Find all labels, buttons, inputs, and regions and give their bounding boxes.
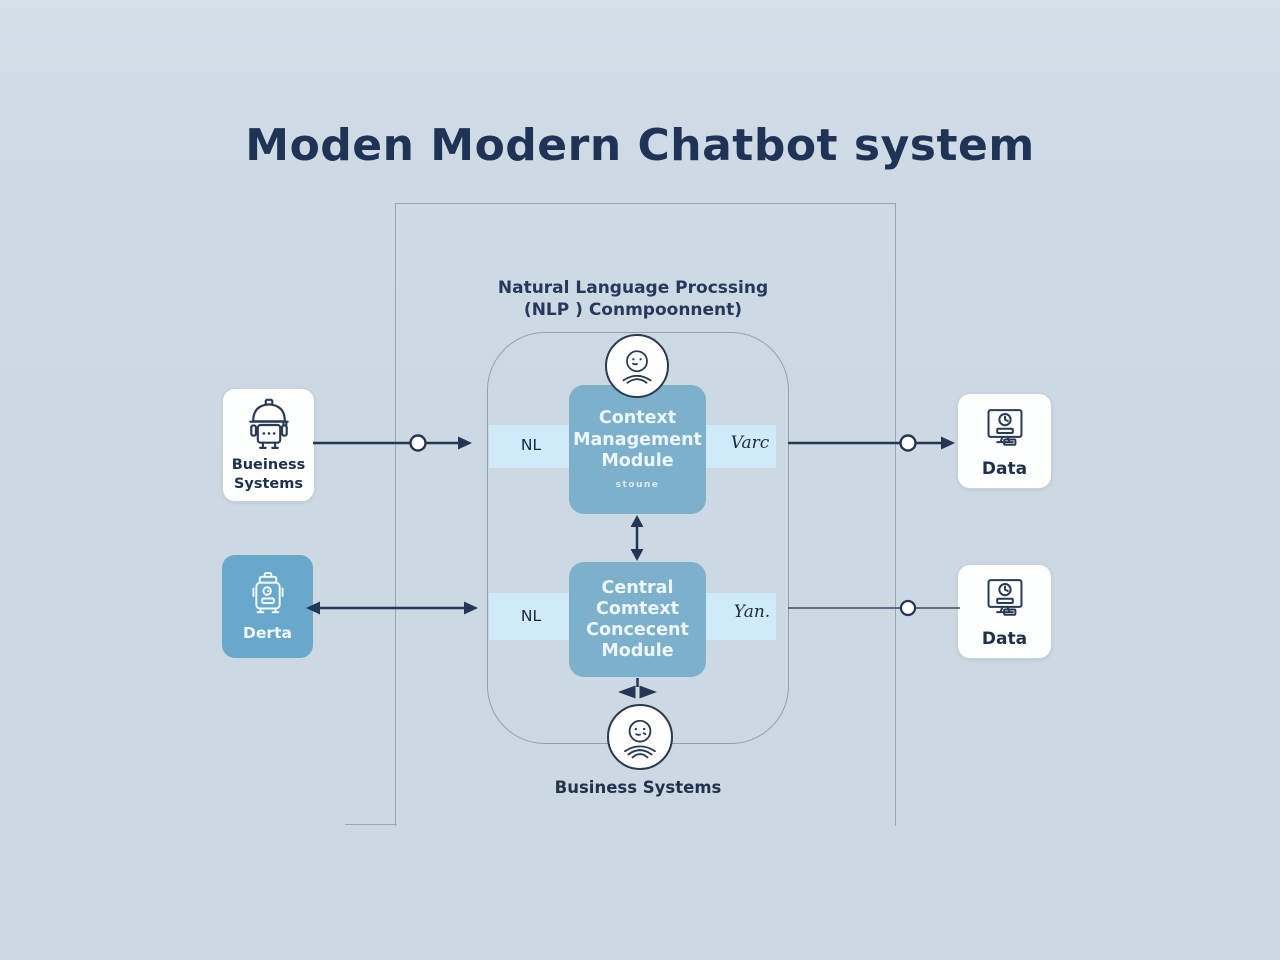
context-management-module-subtext: stoune xyxy=(615,479,660,490)
robot-head-icon xyxy=(624,719,656,759)
robot-icon xyxy=(248,399,289,450)
central-context-module-label: Central Comtext Concecent Module xyxy=(586,577,689,661)
central-context-module: Central Comtext Concecent Module xyxy=(569,562,706,677)
data-box-left-label: Derta xyxy=(243,624,292,642)
nl-input-label-row1: NL xyxy=(520,436,542,454)
outer-boundary-tail-line xyxy=(345,823,397,826)
data-box-right-bottom: Data xyxy=(957,564,1052,659)
appliance-robot-icon xyxy=(251,572,284,614)
output-label-row2: Yan. xyxy=(733,602,771,622)
business-systems-box-label: Bueiness Systems xyxy=(231,457,306,492)
business-systems-box: Bueiness Systems xyxy=(222,388,315,502)
nlp-component-label: Natural Language Procssing (NLP ) Conmpo… xyxy=(497,278,769,321)
data-box-right-top: Data xyxy=(957,393,1052,489)
data-box-right-top-label: Data xyxy=(981,458,1028,479)
outer-boundary-rect xyxy=(395,203,896,826)
monitor-icon xyxy=(987,579,1022,616)
page-title: Moden Modern Chatbot system xyxy=(245,120,1035,171)
context-management-module-label: Context Management Module xyxy=(573,407,702,472)
bottom-business-systems-label: Business Systems xyxy=(554,778,722,797)
data-box-left: Derta xyxy=(222,555,313,658)
nl-input-label-row2: NL xyxy=(520,607,542,625)
nlp-avatar-top xyxy=(605,334,669,398)
nlp-avatar-bottom xyxy=(607,704,673,770)
robot-head-icon xyxy=(622,350,652,384)
monitor-icon xyxy=(987,408,1022,446)
output-label-row1: Varc xyxy=(730,433,770,453)
data-box-right-bottom-label: Data xyxy=(981,629,1028,649)
context-management-module: Context Management Module stoune xyxy=(569,385,706,514)
